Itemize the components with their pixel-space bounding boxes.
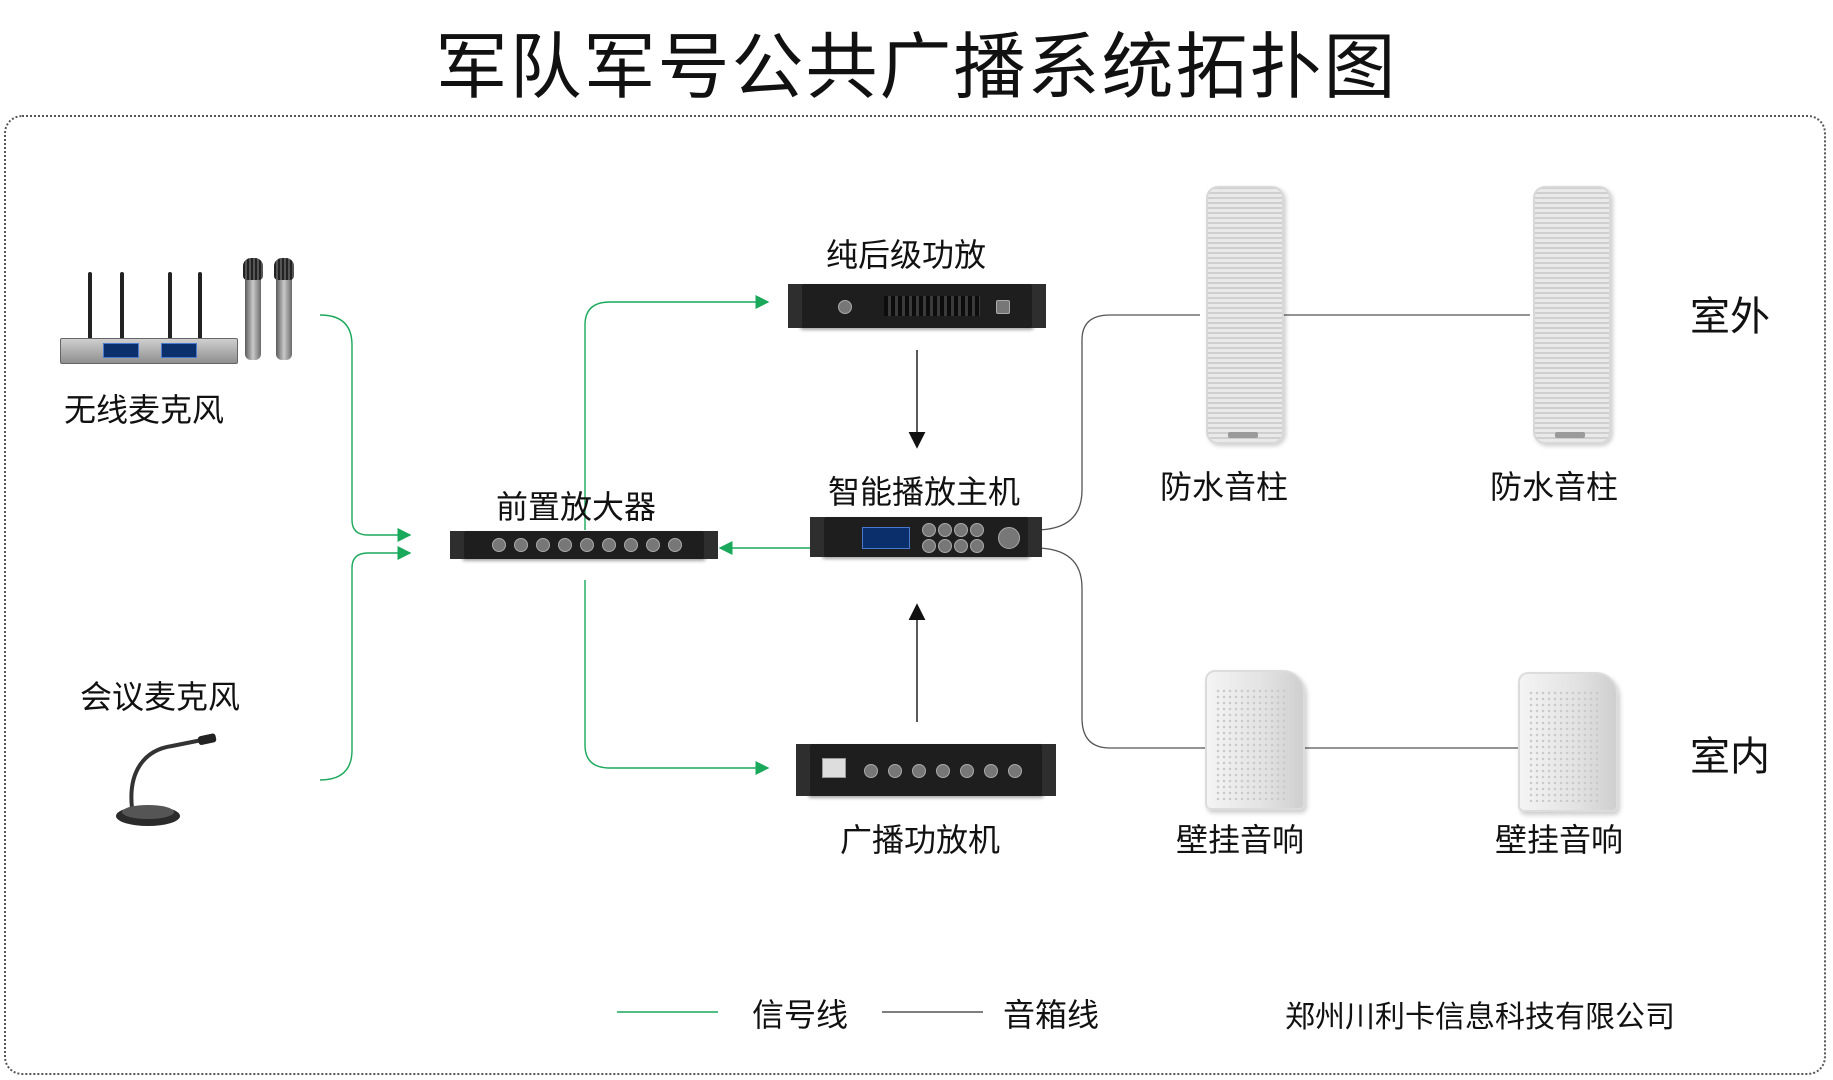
antenna-icon <box>198 272 202 340</box>
signal-line-preamp-to-poweramp <box>584 295 770 530</box>
conference-mic-icon <box>116 733 217 826</box>
signal-line-conference-to-preamp <box>319 546 412 781</box>
legend-signal-label: 信号线 <box>752 996 849 1034</box>
label-broadcast-amp: 广播功放机 <box>840 821 1001 859</box>
wall-speaker-2 <box>1518 672 1618 812</box>
signal-line-wireless-to-preamp <box>319 314 412 542</box>
column-speaker-2 <box>1533 186 1611 444</box>
wireless-receiver <box>60 338 238 364</box>
label-power-amp: 纯后级功放 <box>826 236 987 274</box>
handheld-mic-icon <box>274 258 294 360</box>
diagram-title: 军队军号公共广播系统拓扑图 <box>435 25 1398 109</box>
diagram-frame <box>4 115 1826 1075</box>
label-indoor-speaker-2: 壁挂音响 <box>1495 821 1624 859</box>
zone-indoor: 室内 <box>1690 734 1770 780</box>
broadcast-amp-device <box>796 744 1056 796</box>
label-indoor-speaker-1: 壁挂音响 <box>1176 821 1305 859</box>
label-conference-mic: 会议麦克风 <box>80 678 241 716</box>
label-outdoor-speaker-1: 防水音柱 <box>1160 468 1289 506</box>
zone-outdoor: 室外 <box>1690 294 1770 340</box>
power-amp-device <box>788 284 1046 328</box>
company-name: 郑州川利卡信息科技有限公司 <box>1285 1000 1675 1035</box>
antenna-icon <box>88 272 92 340</box>
label-preamp: 前置放大器 <box>496 488 657 526</box>
signal-line-preamp-to-broadcastamp <box>584 580 770 775</box>
wall-speaker-1 <box>1205 670 1305 810</box>
speaker-line-to-outdoor <box>1034 314 1200 531</box>
preamp-device <box>450 531 718 559</box>
column-speaker-1 <box>1206 186 1284 444</box>
smart-host-device <box>810 517 1042 557</box>
antenna-icon <box>120 272 124 340</box>
label-wireless-mic: 无线麦克风 <box>64 391 225 429</box>
label-outdoor-speaker-2: 防水音柱 <box>1490 468 1619 506</box>
speaker-line-to-indoor <box>1034 547 1205 749</box>
label-smart-host: 智能播放主机 <box>828 473 1021 511</box>
antenna-icon <box>168 272 172 340</box>
legend-speaker-label: 音箱线 <box>1003 996 1100 1034</box>
handheld-mic-icon <box>243 258 263 360</box>
